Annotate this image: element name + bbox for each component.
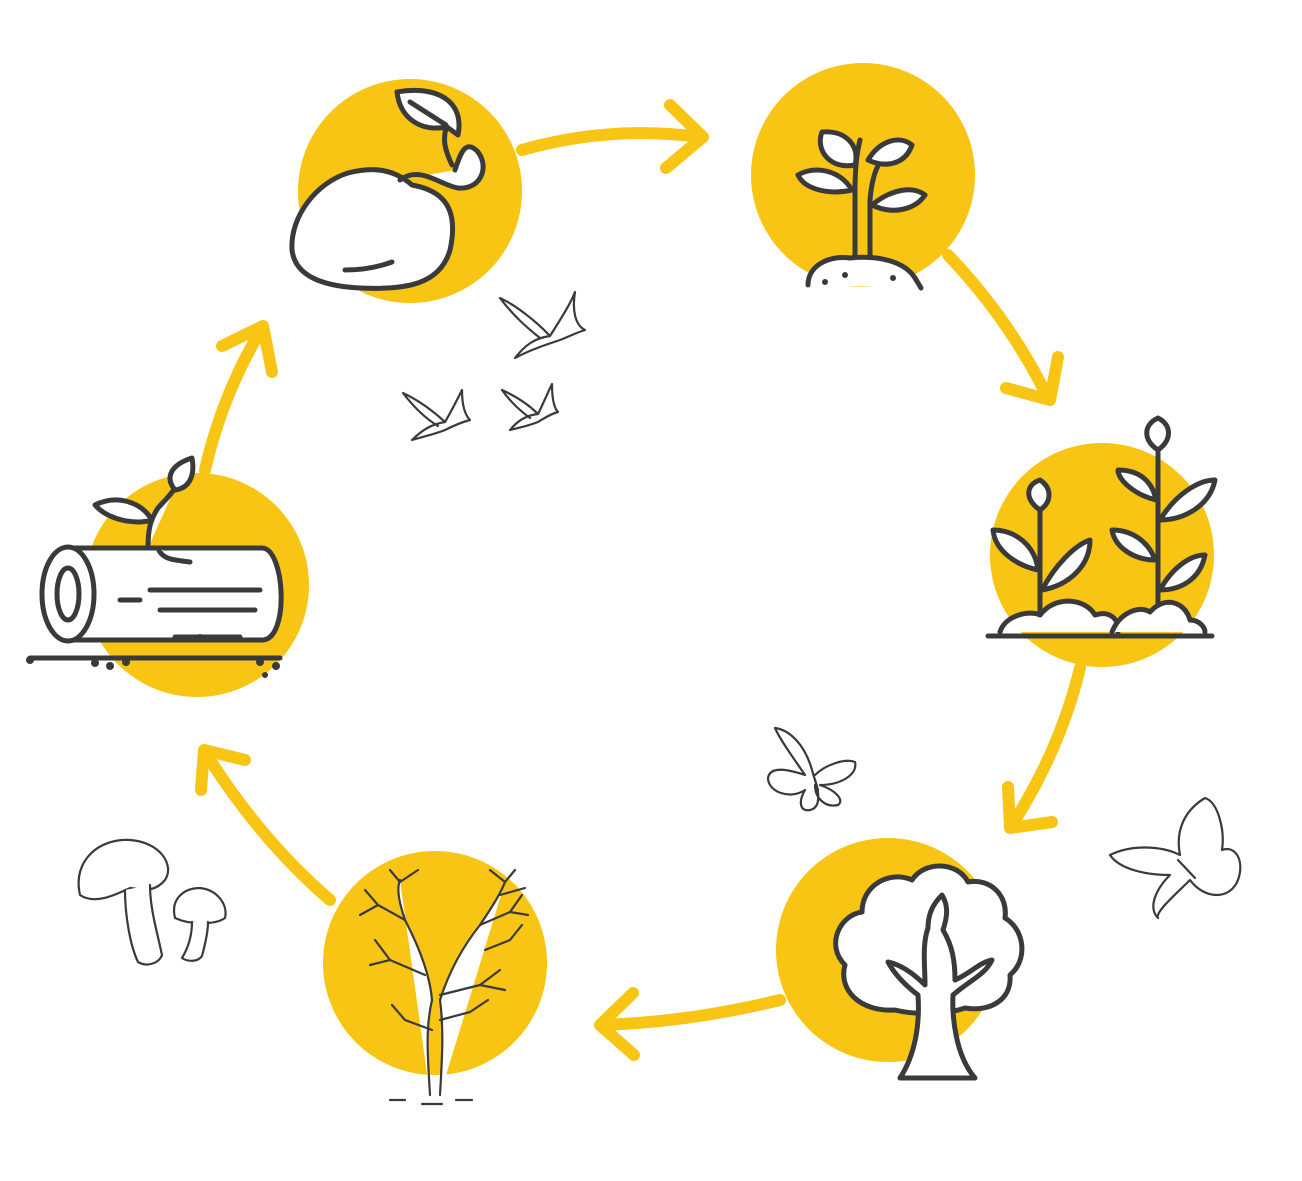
dead-tree-icon [358,868,530,1106]
log-with-sprout-icon [26,455,284,678]
arrow-tree-to-dead-tree [594,987,786,1061]
stage-circle-seedling [751,63,975,287]
cycle-arrows [195,99,1086,1061]
butterflies-icon [766,726,1242,920]
arrow-young-plants-to-tree [1002,662,1086,834]
young-plants-icon [985,415,1218,639]
seedling-icon [795,129,928,291]
birds-icon [401,290,587,442]
arrow-seedling-to-young-plants [942,249,1064,406]
stage-circle-dead-tree [323,851,547,1075]
sprouting-seed-icon [289,87,486,291]
arrow-log-to-seed [199,320,278,476]
arrow-seed-to-seedling [516,99,709,174]
arrow-dead-tree-to-log [195,744,336,906]
mature-tree-icon [833,863,1025,1081]
mushrooms-icon [77,838,227,966]
